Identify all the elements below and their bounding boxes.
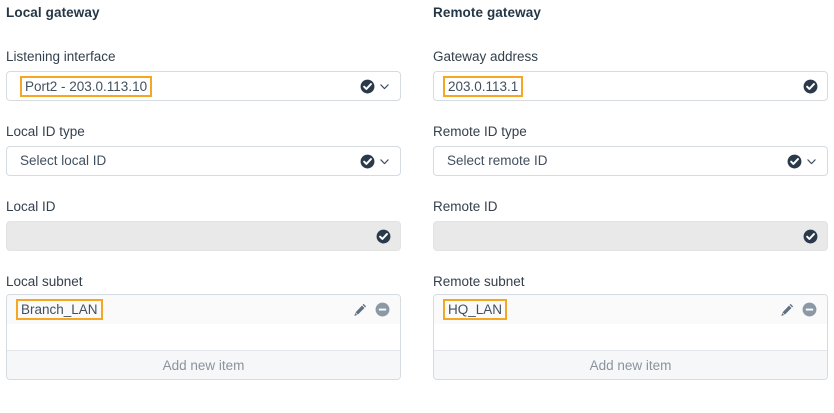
listening-interface-value: Port2 - 203.0.113.10: [20, 75, 153, 97]
local-subnet-item-text-wrap: Branch_LAN: [7, 299, 352, 320]
list-item[interactable]: HQ_LAN: [434, 295, 827, 324]
remote-gateway-heading: Remote gateway: [433, 5, 541, 20]
remote-subnet-empty-area: [434, 324, 827, 350]
local-id-label: Local ID: [6, 199, 56, 214]
remote-id-type-adornments: [787, 154, 827, 169]
remote-id-type-value: Select remote ID: [447, 153, 548, 168]
gateway-address-value: 203.0.113.1: [443, 75, 524, 97]
local-subnet-empty-area: [7, 324, 400, 350]
local-subnet-add-new-item-button[interactable]: Add new item: [7, 350, 400, 379]
minus-circle-icon[interactable]: [802, 302, 817, 317]
remote-id-input[interactable]: [433, 221, 828, 251]
gateway-address-input[interactable]: 203.0.113.1: [433, 71, 828, 101]
check-circle-icon: [787, 154, 802, 169]
local-subnet-item-text: Branch_LAN: [16, 299, 103, 320]
check-circle-icon: [803, 79, 818, 94]
check-circle-icon: [803, 229, 818, 244]
local-id-input[interactable]: [6, 221, 401, 251]
local-subnet-add-new-item-label: Add new item: [162, 357, 245, 373]
two-column-layout: Local gateway Listening interface Port2 …: [6, 0, 828, 380]
local-subnet-listbox: Branch_LAN: [6, 294, 401, 380]
chevron-down-icon[interactable]: [378, 155, 391, 168]
remote-subnet-listbox: HQ_LAN: [433, 294, 828, 380]
local-id-type-select[interactable]: Select local ID: [6, 146, 401, 176]
local-id-type-value: Select local ID: [20, 153, 107, 168]
gateway-address-adornments: [803, 79, 827, 94]
local-subnet-item-actions: [352, 302, 400, 318]
check-circle-icon: [376, 229, 391, 244]
remote-id-type-select[interactable]: Select remote ID: [433, 146, 828, 176]
chevron-down-icon[interactable]: [805, 155, 818, 168]
check-circle-icon: [360, 79, 375, 94]
remote-gateway-column: Remote gateway Gateway address 203.0.113…: [433, 0, 828, 380]
remote-id-type-label: Remote ID type: [433, 124, 527, 139]
local-id-type-adornments: [360, 154, 400, 169]
gateway-address-label: Gateway address: [433, 49, 539, 64]
listening-interface-adornments: [360, 79, 400, 94]
local-subnet-label: Local subnet: [6, 274, 83, 289]
remote-subnet-item-text: HQ_LAN: [443, 299, 508, 320]
local-gateway-column: Local gateway Listening interface Port2 …: [6, 0, 401, 380]
remote-subnet-label: Remote subnet: [433, 274, 525, 289]
minus-circle-icon[interactable]: [375, 302, 390, 317]
local-gateway-heading: Local gateway: [6, 5, 100, 20]
remote-id-label: Remote ID: [433, 199, 498, 214]
remote-subnet-add-new-item-button[interactable]: Add new item: [434, 350, 827, 379]
pencil-icon[interactable]: [779, 302, 795, 318]
listening-interface-select[interactable]: Port2 - 203.0.113.10: [6, 71, 401, 101]
chevron-down-icon[interactable]: [378, 80, 391, 93]
listening-interface-value-wrap: Port2 - 203.0.113.10: [7, 75, 360, 97]
remote-subnet-item-actions: [779, 302, 827, 318]
listening-interface-label: Listening interface: [6, 49, 116, 64]
remote-subnet-add-new-item-label: Add new item: [589, 357, 672, 373]
local-id-adornments: [376, 229, 400, 244]
remote-subnet-item-text-wrap: HQ_LAN: [434, 299, 779, 320]
remote-id-adornments: [803, 229, 827, 244]
pencil-icon[interactable]: [352, 302, 368, 318]
gateway-address-value-wrap: 203.0.113.1: [434, 75, 803, 97]
check-circle-icon: [360, 154, 375, 169]
local-id-type-label: Local ID type: [6, 124, 85, 139]
list-item[interactable]: Branch_LAN: [7, 295, 400, 324]
